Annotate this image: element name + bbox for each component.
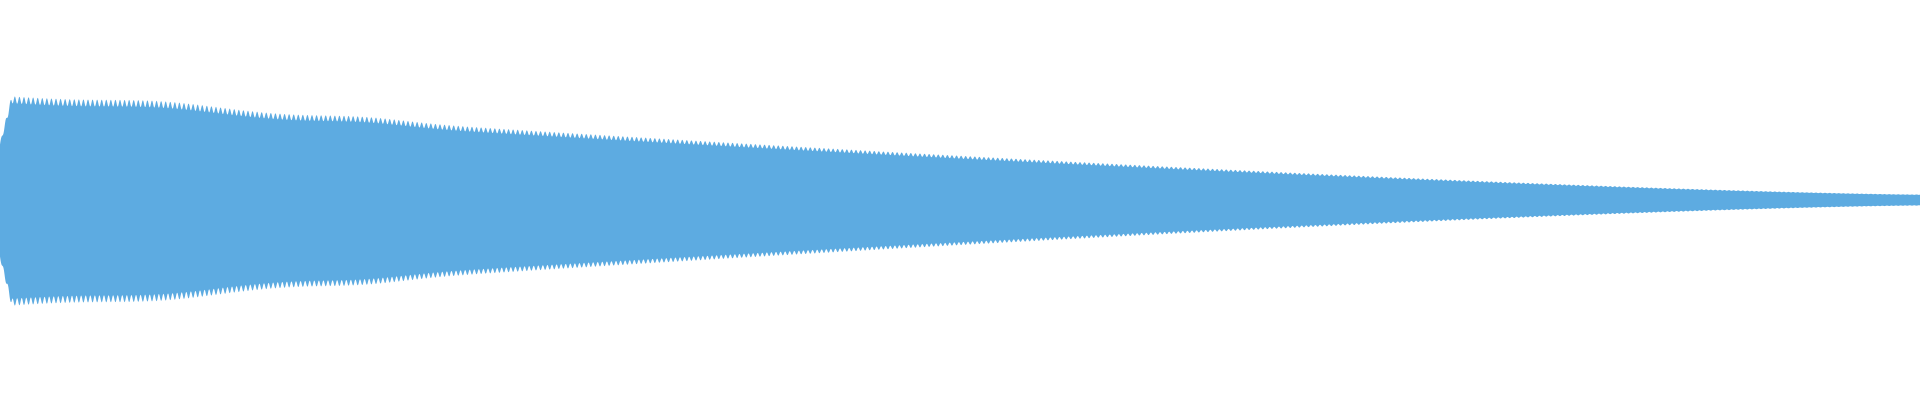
waveform-upper-envelope — [0, 96, 1920, 306]
